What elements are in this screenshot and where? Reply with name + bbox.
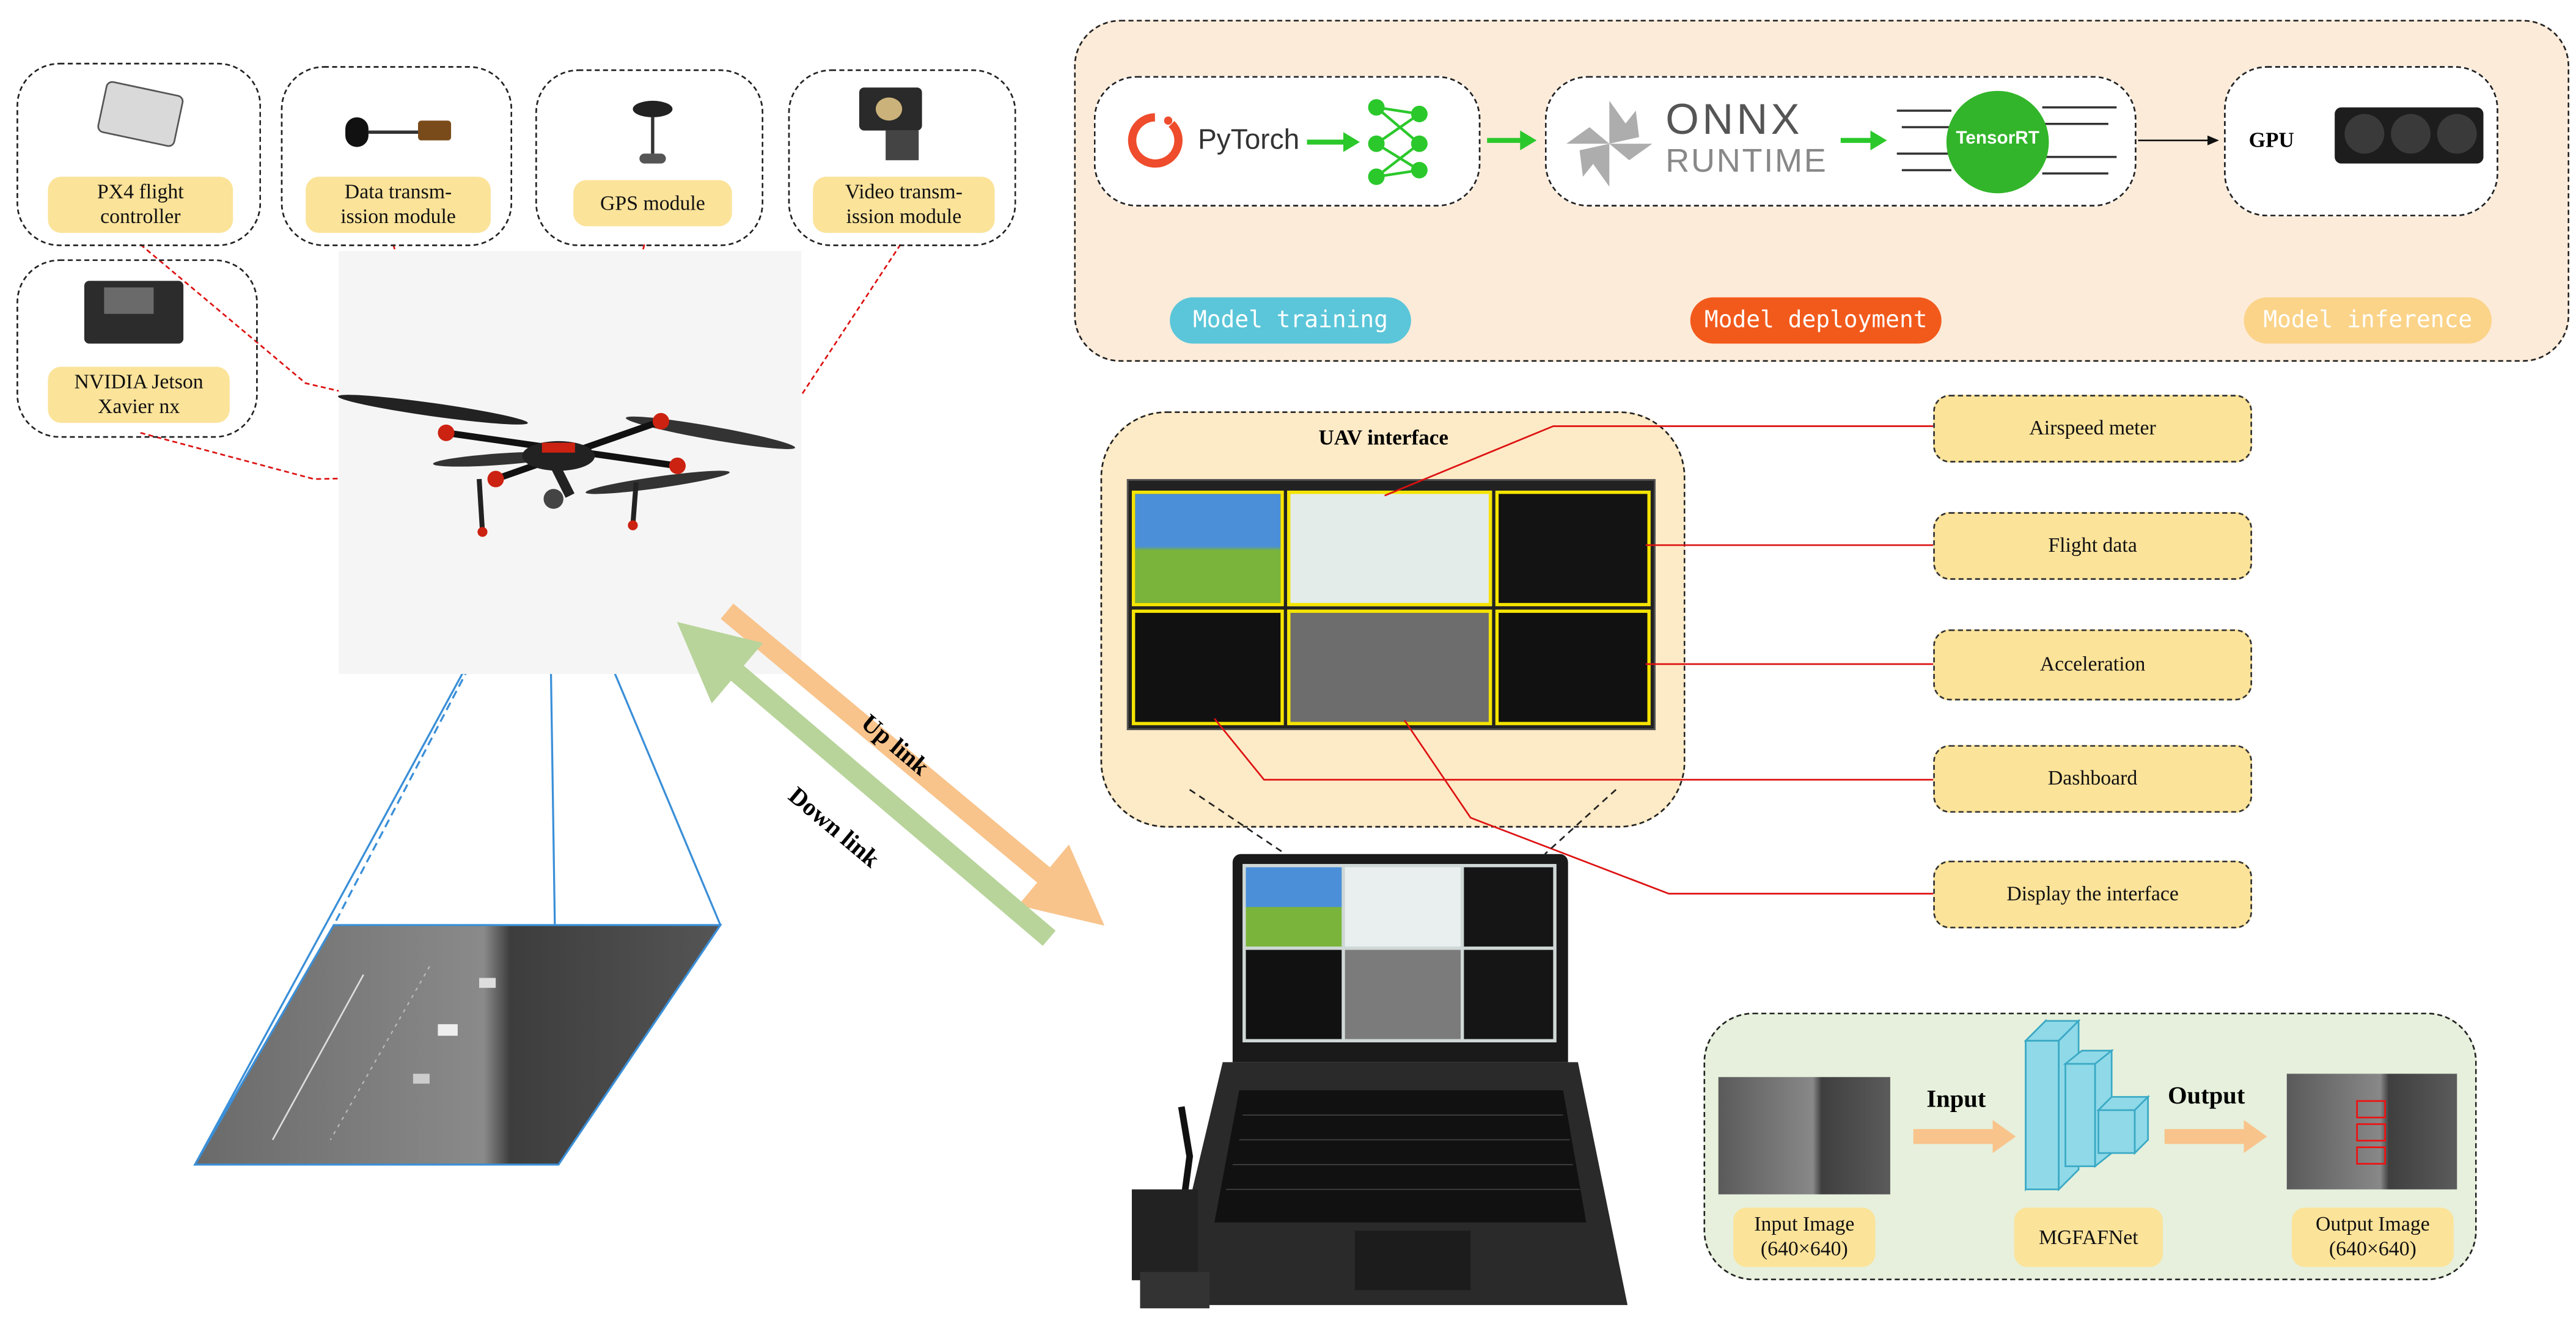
stage-deployment: Model deployment [1690,297,1942,344]
tensorrt-lines [1840,106,2117,175]
network-icon [1307,99,1428,185]
laptop-screen [1232,854,1568,1063]
callout-display-interface: Display the interface [1933,860,2253,929]
uav-interface-title: UAV interface [1318,424,1448,450]
dashboard-panel [1131,609,1284,725]
input-image-thumb [1718,1077,1890,1195]
jetson-box: NVIDIA Jetson Xavier nx [17,259,258,438]
jetson-label: NVIDIA Jetson Xavier nx [48,367,230,423]
output-image-thumb [2286,1074,2457,1190]
px4-label: PX4 flight controller [48,177,233,233]
gps-label: GPS module [573,180,732,227]
tensorrt-label: TensorRT [1956,128,2039,149]
px4-box: PX4 flight controller [17,62,262,246]
output-arrow-label: Output [2168,1083,2245,1110]
attitude-panel [1131,490,1284,607]
video-transmission-box: Video transm- ission module [788,69,1016,246]
pytorch-label: PyTorch [1198,123,1300,156]
interface-screenshot [1126,479,1656,730]
flight-data-panel [1495,490,1651,607]
detection-box-1 [2356,1100,2386,1119]
data-transmission-image [345,117,369,147]
gps-image [633,100,673,117]
gps-box: GPS module [535,69,764,246]
acceleration-panel [1495,609,1651,725]
stage-training: Model training [1170,297,1411,344]
video-transmission-label: Video transm- ission module [813,177,995,233]
network-label: MGFAFNet [2014,1207,2163,1267]
tensorrt-badge [1946,90,2049,194]
uplink-arrow [721,603,1105,926]
video-panel [1287,609,1492,725]
gpu-box: GPU [2224,66,2498,217]
gpu-label: GPU [2248,127,2294,152]
output-image-label: Output Image (640×640) [2291,1207,2454,1267]
runtime-label: RUNTIME [1665,144,1828,180]
stage-inference: Model inference [2244,297,2492,344]
callout-dashboard: Dashboard [1933,745,2253,813]
pytorch-box: PyTorch [1093,76,1481,207]
detection-box-3 [2356,1146,2386,1165]
input-arrow-label: Input [1926,1086,1986,1114]
onnx-icon [1566,100,1653,187]
data-transmission-box: Data transm- ission module [281,66,513,246]
callout-flight-data: Flight data [1933,512,2253,580]
input-image-label: Input Image (640×640) [1733,1207,1876,1267]
data-transmission-label: Data transm- ission module [306,177,491,233]
onnx-label: ONNX [1665,94,1803,144]
downlink-arrow [677,621,1056,946]
pytorch-icon [1128,113,1183,168]
onnx-box: ONNX RUNTIME TensorRT [1544,76,2137,207]
detection-box-2 [2356,1123,2386,1142]
map-panel [1287,490,1492,607]
callout-airspeed-meter: Airspeed meter [1933,395,2253,463]
callout-acceleration: Acceleration [1933,629,2253,701]
